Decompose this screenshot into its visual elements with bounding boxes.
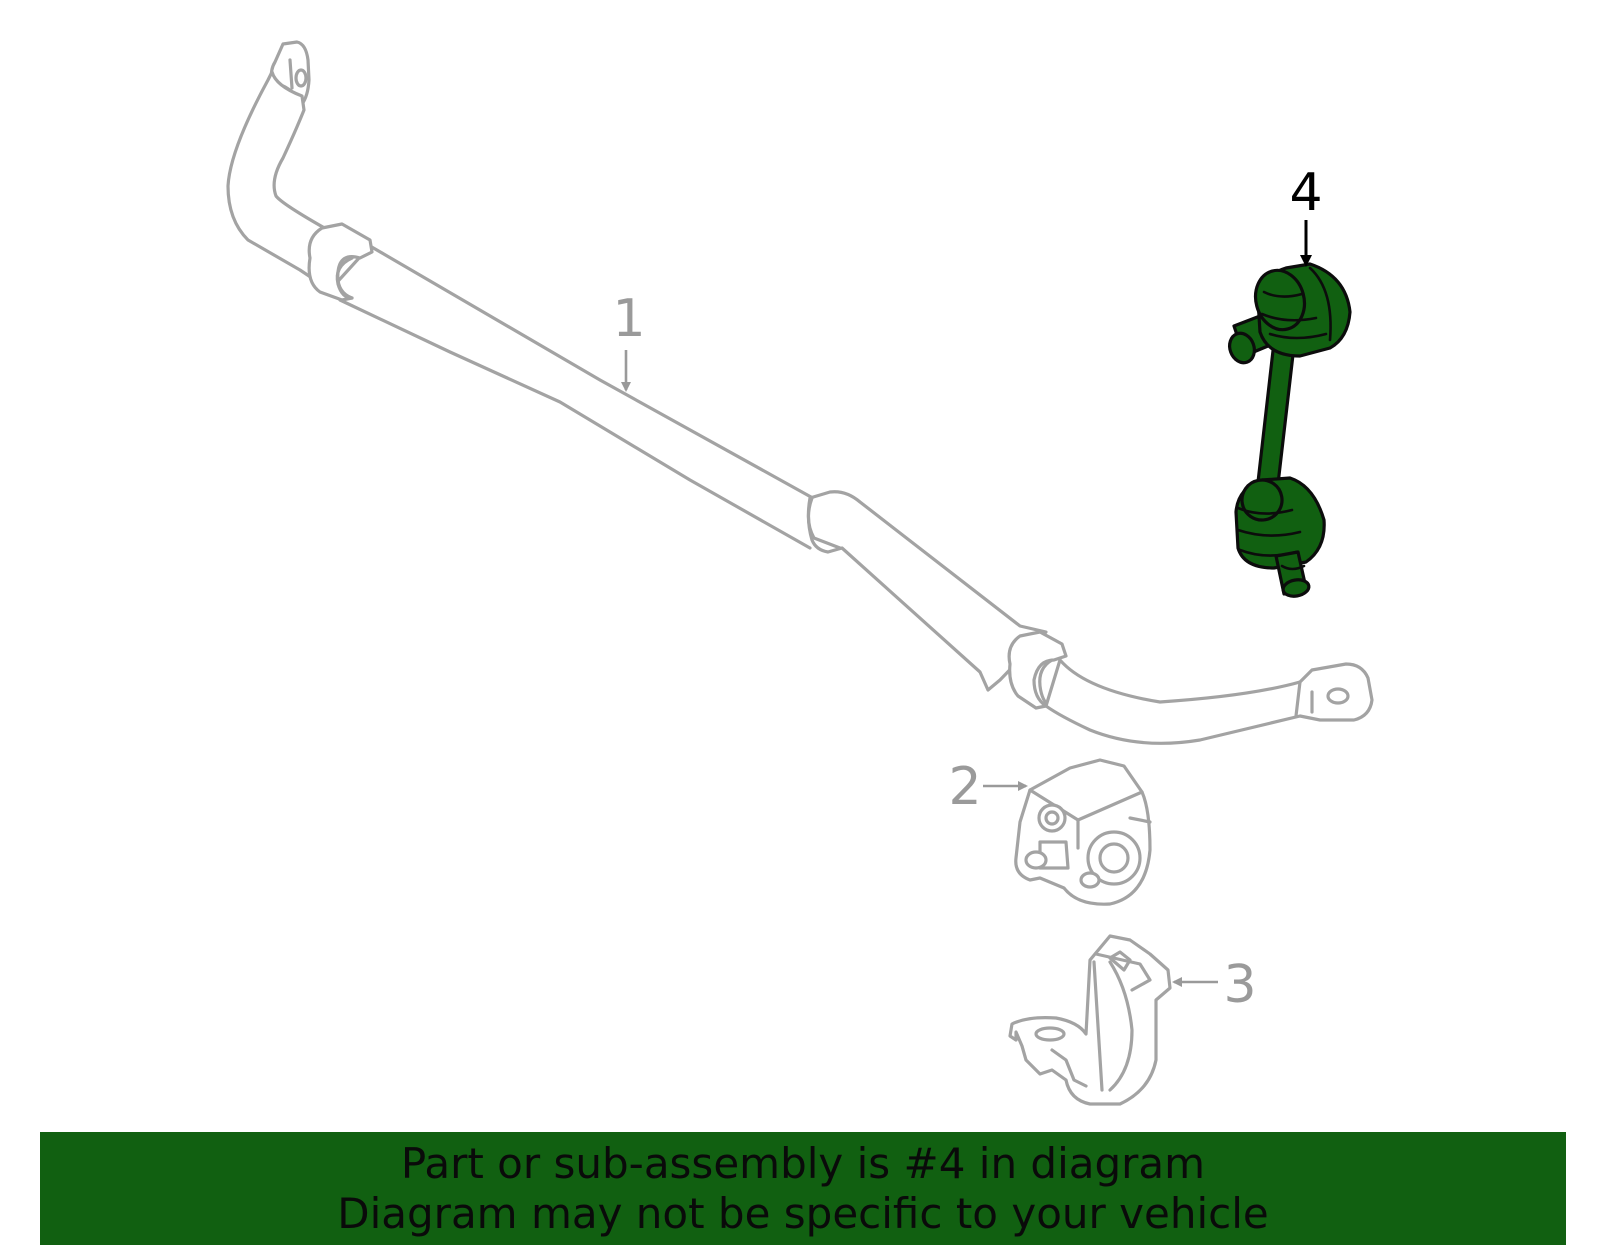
bracket[interactable] (1008, 934, 1172, 1106)
callout-3: 3 (1172, 955, 1257, 1015)
bushing[interactable] (1014, 758, 1152, 906)
stabilizer-bar[interactable] (226, 40, 1374, 745)
callout-1: 1 (612, 289, 646, 392)
callout-4-label: 4 (1289, 163, 1322, 223)
notice-line-2: Diagram may not be specific to your vehi… (337, 1188, 1269, 1238)
callout-1-label: 1 (612, 289, 645, 349)
callout-4: 4 (1289, 163, 1323, 267)
callout-2-label: 2 (948, 757, 981, 817)
callout-3-label: 3 (1223, 955, 1256, 1015)
notice-banner: Part or sub-assembly is #4 in diagram Di… (40, 1132, 1566, 1245)
notice-line-1: Part or sub-assembly is #4 in diagram (400, 1138, 1206, 1188)
stabilizer-link[interactable] (1226, 262, 1352, 598)
callout-2: 2 (948, 757, 1028, 817)
